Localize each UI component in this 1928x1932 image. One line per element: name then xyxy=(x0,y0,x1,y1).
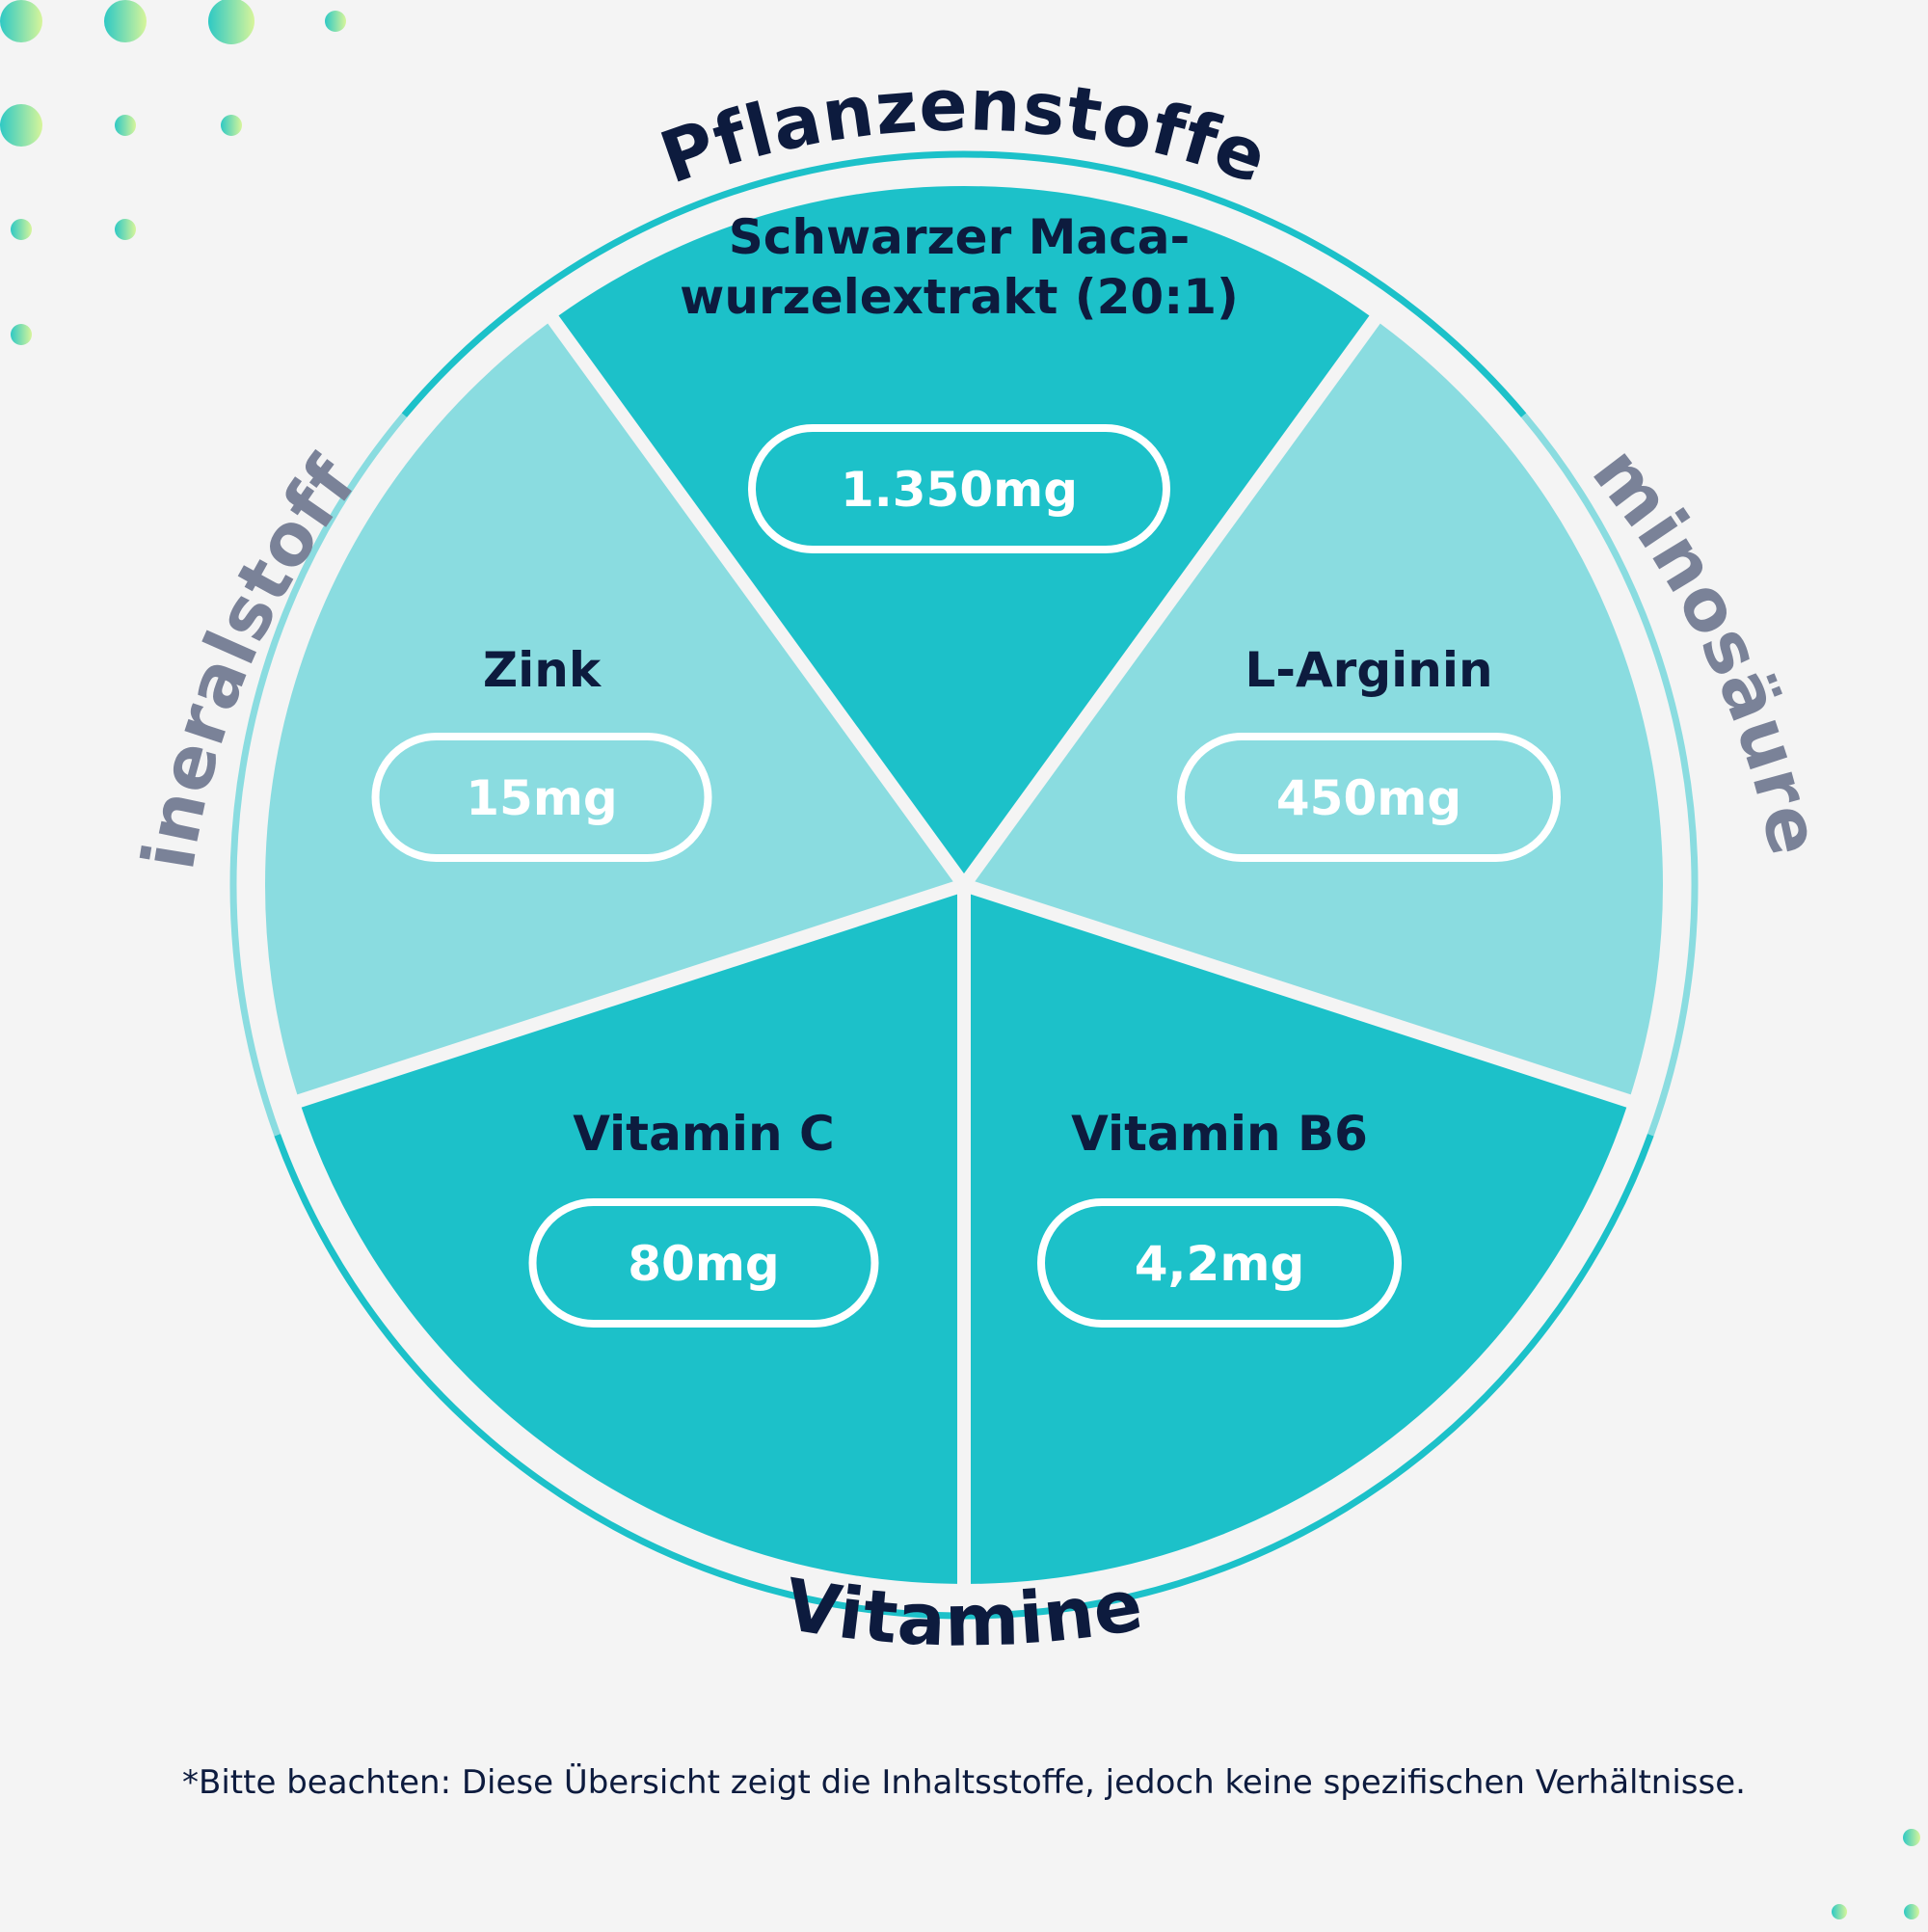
wedges xyxy=(259,180,1668,1589)
dot-icon xyxy=(208,0,254,44)
segment-name: Vitamin B6 xyxy=(1071,1106,1368,1162)
wedge xyxy=(549,180,1379,885)
wedge-divider xyxy=(958,309,1386,890)
dot-icon xyxy=(1904,1904,1919,1919)
amount-pill xyxy=(528,1198,879,1328)
dot-icon xyxy=(221,115,242,136)
segment-name: Vitamin C xyxy=(573,1106,835,1162)
dot-icon xyxy=(0,104,42,147)
dot-icon xyxy=(1832,1904,1847,1919)
dot-icon xyxy=(0,0,42,42)
amount-value: 1.350mg xyxy=(841,462,1078,518)
segment-labels: Schwarzer Maca-wurzelextrakt (20:1) 1.350… xyxy=(371,209,1561,1328)
dot-icon xyxy=(11,324,32,345)
wedge-divider xyxy=(288,878,967,1111)
amount-value: 4,2mg xyxy=(1135,1236,1304,1292)
segment-name: wurzelextrakt (20:1) xyxy=(680,269,1239,325)
dot-icon xyxy=(11,219,32,240)
dot-icon xyxy=(1903,1829,1920,1846)
wedge-dividers xyxy=(255,176,1673,1594)
ring-arc xyxy=(1520,413,1699,1137)
dot-icon xyxy=(115,115,136,136)
amount-pill xyxy=(748,424,1170,553)
wedge-divider xyxy=(542,309,970,890)
wedge xyxy=(964,885,1634,1589)
segment-name: Schwarzer Maca- xyxy=(729,209,1191,265)
wedge-border xyxy=(255,176,1673,1594)
amount-pill xyxy=(1037,1198,1402,1328)
dot-icon xyxy=(115,219,136,240)
ring-arc xyxy=(401,150,1527,418)
amount-pill xyxy=(1177,733,1561,862)
footnote: *Bitte beachten: Diese Übersicht zeigt d… xyxy=(182,1762,1746,1802)
amount-value: 15mg xyxy=(466,770,617,826)
amount-value: 450mg xyxy=(1276,770,1461,826)
wedge-divider xyxy=(961,878,1640,1111)
wedge xyxy=(964,315,1668,1103)
dot-icon xyxy=(325,11,346,32)
segment-name: Zink xyxy=(483,642,602,698)
wedge xyxy=(259,315,964,1103)
wedge xyxy=(294,885,964,1589)
dot-icon xyxy=(104,0,147,42)
amount-pill xyxy=(371,733,712,862)
ring-arc xyxy=(274,1134,1654,1620)
category-label-vitamine: Vitamine xyxy=(779,1564,1149,1663)
amount-value: 80mg xyxy=(628,1236,779,1292)
outer-ring xyxy=(229,150,1699,1620)
ring-arc xyxy=(229,413,408,1137)
segment-name: L-Arginin xyxy=(1245,642,1492,698)
